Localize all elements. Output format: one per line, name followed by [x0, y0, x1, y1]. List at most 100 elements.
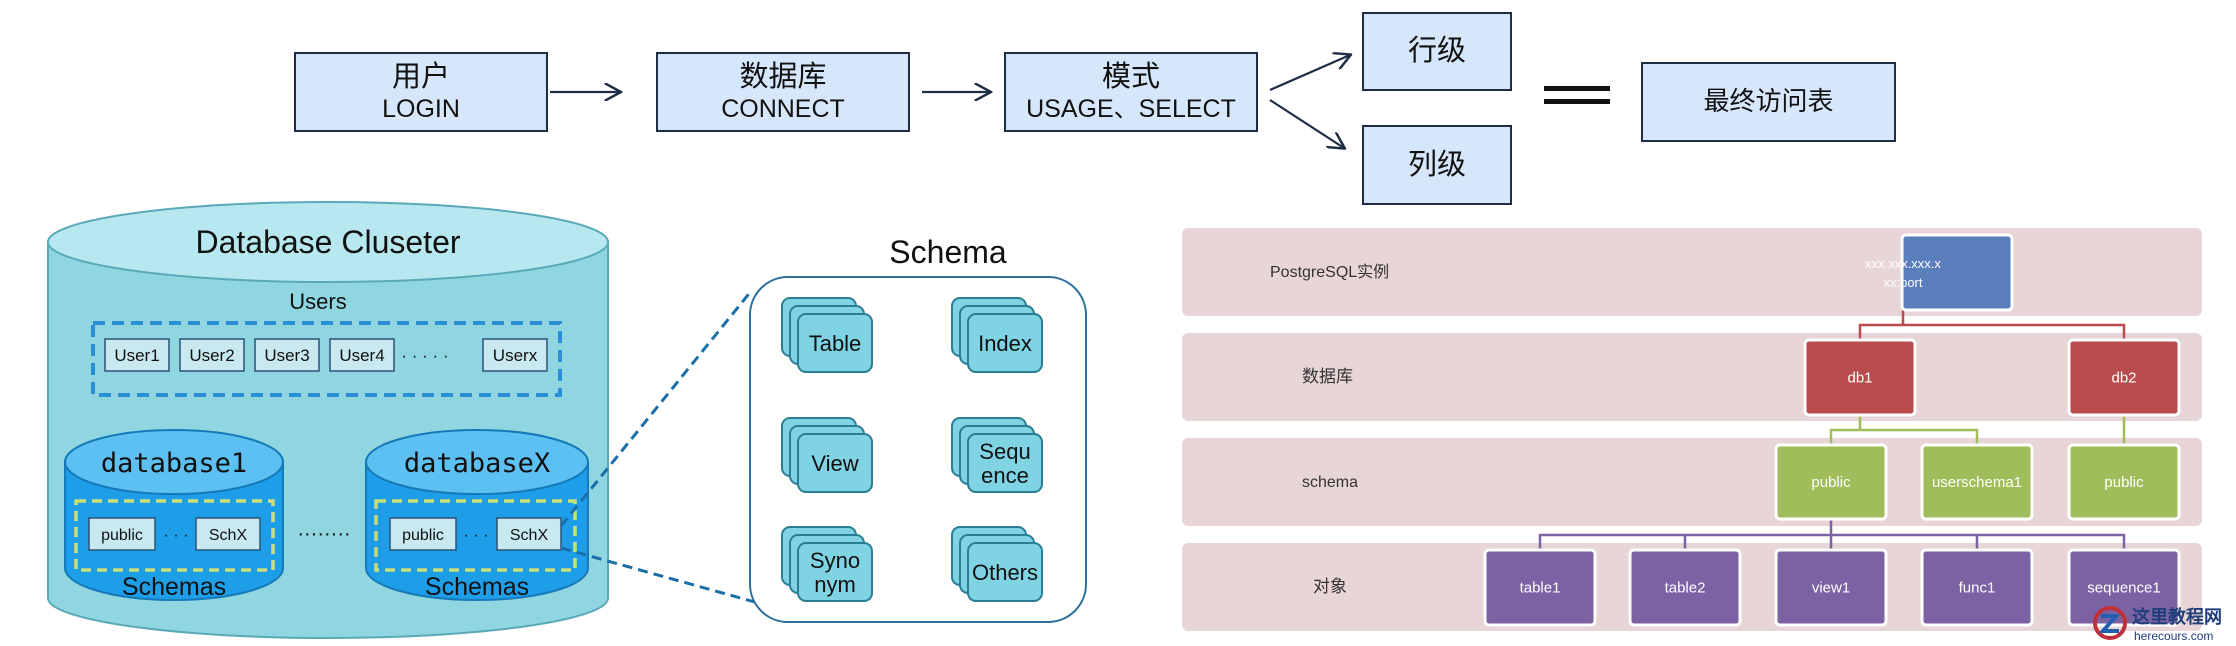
user-chip-label: User4	[339, 346, 384, 365]
users-ellipsis: · · · · ·	[401, 346, 448, 365]
schema-object-stack: Index	[951, 297, 1043, 373]
flow-col-box: 列级	[1362, 125, 1512, 205]
equals-sign	[1544, 86, 1610, 104]
schema-object-label: Table	[809, 331, 862, 356]
hierarchy-row-label: 数据库	[1302, 367, 1353, 386]
flow-db-title: 数据库	[739, 60, 827, 93]
hierarchy-connectors-schema-objects	[1538, 519, 2126, 550]
schema-node-label: public	[1811, 474, 1851, 491]
hierarchy-row-label: PostgreSQL实例	[1270, 263, 1389, 281]
flow-db-subtitle: CONNECT	[721, 95, 845, 124]
instance-address: xxx.xxx.xxx.x	[1865, 256, 1941, 271]
schema-object-stack: Others	[951, 526, 1043, 602]
schema-object-label: Index	[978, 331, 1032, 356]
flow-col-label: 列级	[1407, 148, 1466, 181]
schema-object-stack: View	[781, 417, 873, 493]
users-label: Users	[289, 289, 346, 314]
flow-schema-subtitle: USAGE、SELECT	[1026, 95, 1236, 124]
databasex-schemas-group	[374, 499, 577, 572]
schema-object-label: Syno	[810, 548, 860, 573]
object-node-box	[1920, 548, 2034, 627]
schema-object-card	[967, 542, 1043, 602]
databasex-schemas-label: Schemas	[425, 573, 529, 601]
schema-node: public	[2067, 443, 2181, 521]
flow-arrow-schema-col	[1269, 99, 1344, 148]
object-node: table2	[1628, 548, 1742, 627]
flow-schema-box: 模式 USAGE、SELECT	[1004, 52, 1258, 132]
user-chip: Userx	[482, 338, 548, 372]
schema-chip-schx-selected: SchX	[496, 517, 562, 551]
database-node-label: db1	[1847, 370, 1872, 387]
instance-port: xx:port	[1883, 275, 1922, 290]
cluster-title: Database Cluseter	[195, 224, 460, 260]
flow-user-subtitle: LOGIN	[382, 95, 460, 124]
database-node-box	[1803, 338, 1917, 417]
flow-row-label: 行级	[1407, 35, 1466, 68]
flow-db-box: 数据库 CONNECT	[656, 52, 910, 132]
instance-node: xxx.xxx.xxx.x xx:port	[1865, 233, 2014, 312]
schema-panel-title: Schema	[889, 234, 1007, 270]
databasex-cylinder	[365, 429, 589, 601]
zoom-connector-top	[559, 289, 754, 527]
zoom-connector-bottom	[560, 546, 763, 606]
schema-object-label: ence	[981, 463, 1029, 488]
schema-node-box	[1920, 443, 2034, 521]
schema-object-stack: Table	[781, 297, 873, 373]
flow-user-title: 用户	[391, 60, 450, 93]
schema-chip-label: SchX	[209, 527, 248, 544]
user-chip-label: User2	[189, 346, 234, 365]
object-node: table1	[1483, 548, 1597, 627]
watermark-url: herecours.com	[2134, 629, 2213, 643]
schema-ellipsis: · · ·	[164, 527, 189, 544]
database-node-box	[2067, 338, 2181, 417]
flow-user-box: 用户 LOGIN	[294, 52, 548, 132]
schema-object-card	[797, 433, 873, 493]
database1-schemas-label: Schemas	[122, 573, 226, 601]
user-chip-label: Userx	[493, 346, 538, 365]
watermark-title: 这里教程网	[2132, 606, 2222, 628]
object-node: func1	[1920, 548, 2034, 627]
schema-chip: public	[88, 517, 156, 551]
schema-object-label: Others	[972, 560, 1038, 585]
schema-chip: public	[389, 517, 457, 551]
flow-row-box: 行级	[1362, 12, 1512, 91]
object-node-label: func1	[1959, 580, 1996, 597]
hierarchy-band-database	[1182, 333, 2202, 421]
user-chip: User3	[254, 338, 320, 372]
watermark-logo	[2093, 606, 2127, 640]
object-node-box	[1774, 548, 1888, 627]
flow-final-label: 最终访问表	[1703, 86, 1834, 117]
user-chip: User4	[329, 338, 395, 372]
schema-object-card	[797, 542, 873, 602]
schema-node-box	[2067, 443, 2181, 521]
schema-chip: SchX	[195, 517, 261, 551]
schema-object-card	[797, 313, 873, 373]
schema-object-card	[967, 433, 1043, 493]
databasex-name: databaseX	[404, 448, 550, 479]
object-node-box	[1628, 548, 1742, 627]
object-node-box	[1483, 548, 1597, 627]
schema-object-label: Sequ	[979, 439, 1030, 464]
database1-name: database1	[101, 448, 247, 479]
user-chip-label: User3	[264, 346, 309, 365]
object-node-label: table1	[1520, 580, 1561, 597]
user-chip: User1	[104, 338, 170, 372]
schema-object-card	[967, 313, 1043, 373]
schema-chip-label: SchX	[510, 527, 549, 544]
database-node: db1	[1803, 338, 1917, 417]
schema-chip-label: public	[101, 527, 143, 544]
database-node: db2	[2067, 338, 2181, 417]
object-node-label: sequence1	[2087, 580, 2160, 597]
instance-node-box	[1900, 233, 2014, 312]
schema-ellipsis: · · ·	[464, 527, 489, 544]
object-node-label: table2	[1665, 580, 1706, 597]
database-node-label: db2	[2111, 370, 2136, 387]
database-ellipsis: ········	[297, 523, 350, 545]
schema-node: public	[1774, 443, 1888, 521]
user-chip-label: User1	[114, 346, 159, 365]
schema-chip-label: public	[402, 527, 444, 544]
flow-final-box: 最终访问表	[1641, 62, 1896, 142]
flow-schema-title: 模式	[1101, 60, 1160, 93]
